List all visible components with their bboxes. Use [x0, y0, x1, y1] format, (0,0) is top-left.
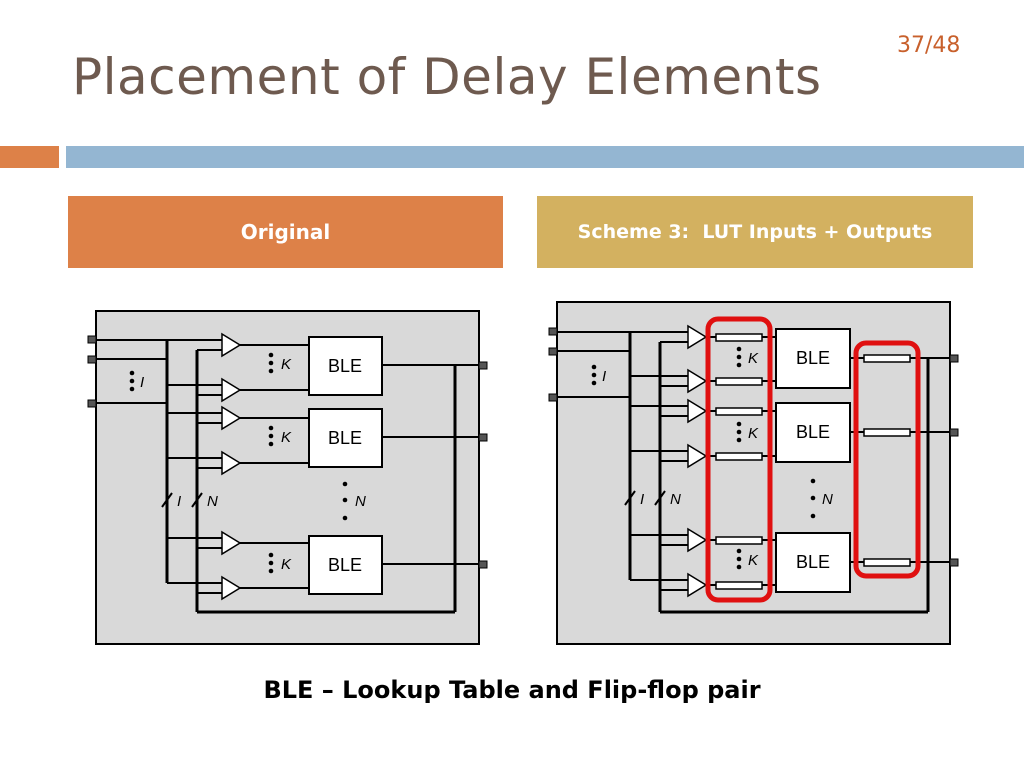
- input-mux: [221, 530, 242, 556]
- input-mux: [221, 377, 242, 403]
- ble-label: BLE: [328, 555, 362, 575]
- delay-element: [715, 333, 763, 342]
- input-mux: [221, 332, 242, 358]
- slide-caption: BLE – Lookup Table and Flip-flop pair: [263, 676, 761, 704]
- ble-label: BLE: [328, 356, 362, 376]
- bus-i-label: I: [640, 491, 644, 508]
- ble-block: [308, 408, 383, 468]
- input-mux: [221, 450, 242, 476]
- output-pin: [949, 558, 959, 567]
- delay-element: [863, 354, 911, 363]
- ble-label: BLE: [796, 348, 830, 368]
- ble-label: BLE: [796, 422, 830, 442]
- k-label: K: [748, 350, 759, 367]
- n-label: N: [822, 491, 833, 508]
- input-mux: [687, 443, 708, 469]
- ble-label: BLE: [796, 552, 830, 572]
- lut-output-highlight: [853, 340, 921, 579]
- bus-i-label: I: [177, 493, 181, 510]
- output-pin: [478, 433, 488, 442]
- page-number: 37/48: [897, 33, 961, 58]
- input-pin: [548, 393, 558, 402]
- output-pin: [949, 354, 959, 363]
- output-pin: [478, 560, 488, 569]
- ble-block: [775, 402, 851, 463]
- input-mux: [687, 527, 708, 553]
- accent-bar-right: [66, 146, 1024, 168]
- k-label: K: [281, 429, 292, 446]
- input-mux: [221, 405, 242, 431]
- k-label: K: [748, 552, 759, 569]
- delay-element: [715, 581, 763, 590]
- delay-element: [715, 407, 763, 416]
- delay-element: [863, 428, 911, 437]
- input-mux: [687, 572, 708, 598]
- i-label: I: [140, 374, 144, 391]
- n-label: N: [355, 493, 366, 510]
- ble-block: [308, 336, 383, 396]
- input-pin: [548, 327, 558, 336]
- ble-block: [775, 532, 851, 593]
- input-mux: [221, 575, 242, 601]
- k-label: K: [748, 425, 759, 442]
- k-label: K: [281, 356, 292, 373]
- input-pin: [87, 335, 97, 344]
- accent-bar-left: [0, 146, 59, 168]
- header-scheme: Scheme 3: LUT Inputs + Outputs: [537, 196, 973, 268]
- ble-label: BLE: [328, 428, 362, 448]
- delay-element: [715, 377, 763, 386]
- bus-n-label: N: [670, 491, 681, 508]
- slide-title: Placement of Delay Elements: [72, 48, 822, 106]
- delay-element: [715, 536, 763, 545]
- input-mux: [687, 398, 708, 424]
- output-pin: [949, 428, 959, 437]
- input-mux: [687, 368, 708, 394]
- bus-n-label: N: [207, 493, 218, 510]
- lut-input-highlight: [705, 316, 773, 603]
- ble-block: [775, 328, 851, 389]
- input-mux: [687, 324, 708, 350]
- k-label: K: [281, 556, 292, 573]
- scheme3-cluster-diagram: BLE BLE BLE K K K I N I N: [548, 301, 959, 645]
- i-label: I: [602, 368, 606, 385]
- original-cluster-diagram: BLE BLE BLE K K K I N I N: [87, 310, 488, 645]
- delay-element: [863, 558, 911, 567]
- output-pin: [478, 361, 488, 370]
- header-original: Original: [68, 196, 503, 268]
- input-pin: [87, 355, 97, 364]
- input-pin: [548, 347, 558, 356]
- delay-element: [715, 452, 763, 461]
- ble-block: [308, 535, 383, 595]
- input-pin: [87, 399, 97, 408]
